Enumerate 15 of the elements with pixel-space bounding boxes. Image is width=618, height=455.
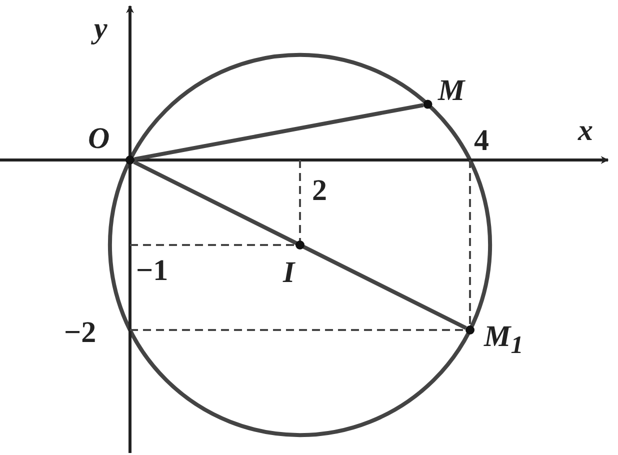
- tick-label: −2: [64, 318, 96, 348]
- point-dot: [423, 100, 432, 109]
- tick-label: 4: [474, 126, 489, 156]
- point-label: O: [88, 124, 110, 154]
- tick-label: −1: [136, 256, 168, 286]
- point-label: M: [438, 76, 465, 106]
- axis-label: x: [578, 116, 593, 146]
- point-dot: [126, 156, 134, 164]
- point-dot: [466, 326, 474, 334]
- tick-label: 2: [312, 176, 327, 206]
- point-dot: [296, 240, 304, 250]
- line-segment: [134, 103, 424, 162]
- point-label: M$_{1}$: [484, 322, 524, 358]
- line-segment: [133, 160, 467, 330]
- point-label: I: [283, 258, 295, 288]
